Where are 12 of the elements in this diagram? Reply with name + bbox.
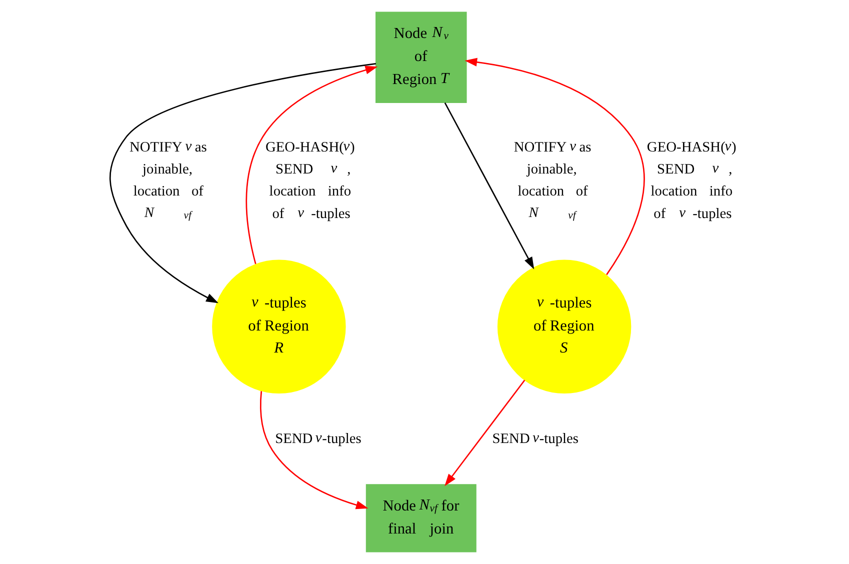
edge-label: GEO-HASH(v) SEND v, location info of v-tuples: [264, 138, 354, 222]
arrow: [444, 380, 525, 486]
node-circle: v-tuples of Region R: [212, 260, 346, 394]
edge-label: SEND v-tuples: [274, 430, 361, 447]
arrow: [259, 391, 368, 510]
arrow: [444, 102, 534, 270]
arrow: [245, 66, 378, 264]
arrow: [464, 58, 644, 276]
arrow: [109, 63, 376, 304]
edge-label: SEND v-tuples: [492, 430, 578, 447]
edge-label: GEO-HASH(v) SEND v, location info of v-tuples: [646, 138, 736, 222]
node-circle: v-tuples of Region S: [496, 260, 631, 394]
